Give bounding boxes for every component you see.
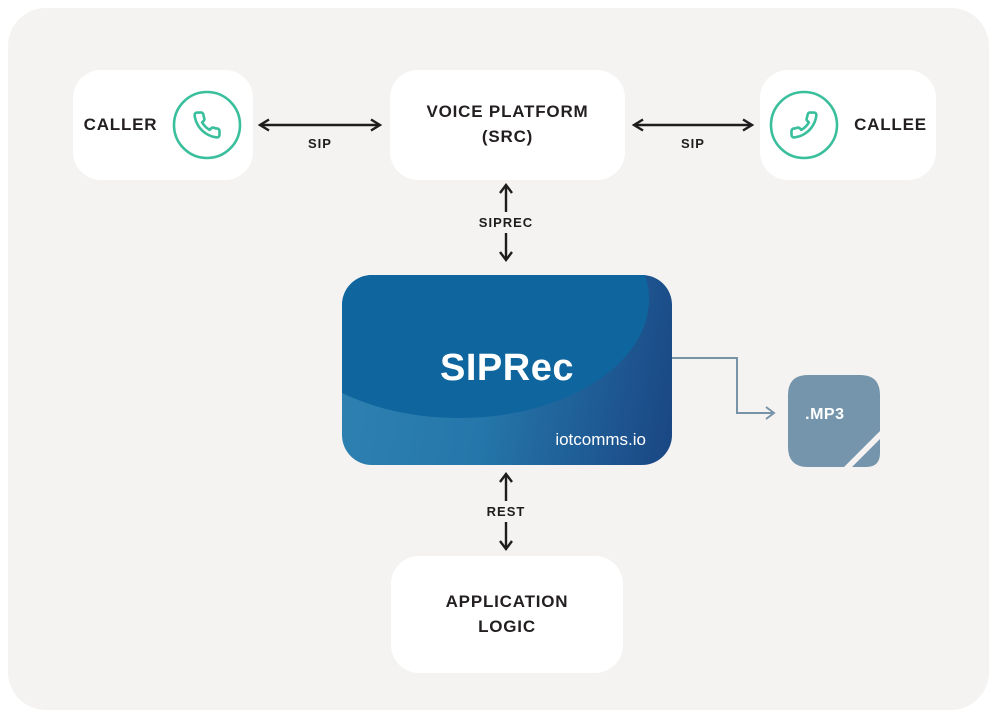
siprec-connection: SIPREC xyxy=(456,182,556,263)
siprec-arrow-up xyxy=(499,183,513,212)
caller-node: CALLER xyxy=(73,70,253,180)
siprec-title: SIPRec xyxy=(440,347,574,389)
application-logic-label-line2: LOGIC xyxy=(478,616,536,636)
application-logic-label-line1: APPLICATION xyxy=(445,591,569,611)
diagram-board: CALLER SIP VOICE PLATFORM (SRC) xyxy=(8,8,989,710)
iotcomms-brand-label: iotcomms.io xyxy=(555,430,646,449)
rest-connection: REST xyxy=(456,471,556,552)
sip-arrow-caller-voice xyxy=(257,118,383,132)
voice-platform-node: VOICE PLATFORM (SRC) xyxy=(390,70,625,180)
callee-node: CALLEE xyxy=(760,70,936,180)
siprec-link-label: SIPREC xyxy=(478,215,534,230)
callee-label: CALLEE xyxy=(854,114,927,134)
sip-arrow-voice-callee xyxy=(631,118,755,132)
caller-label: CALLER xyxy=(83,114,158,134)
rest-arrow-up xyxy=(499,472,513,501)
mp3-file-icon: .MP3 xyxy=(788,375,880,467)
callee-phone-icon xyxy=(769,90,839,160)
rest-link-label: REST xyxy=(486,504,526,519)
application-logic-node: APPLICATION LOGIC xyxy=(391,556,623,673)
siprec-box: SIPRec iotcomms.io xyxy=(342,275,672,465)
siprec-arrow-down xyxy=(499,233,513,262)
sip-label-left: SIP xyxy=(308,136,332,151)
sip-label-right: SIP xyxy=(681,136,705,151)
siprec-to-mp3-connector-arrow xyxy=(672,357,776,420)
caller-phone-icon xyxy=(172,90,242,160)
voice-platform-label-line2: (SRC) xyxy=(481,127,534,146)
rest-arrow-down xyxy=(499,522,513,551)
mp3-label: .MP3 xyxy=(805,405,845,423)
voice-platform-label-line1: VOICE PLATFORM xyxy=(426,102,589,122)
